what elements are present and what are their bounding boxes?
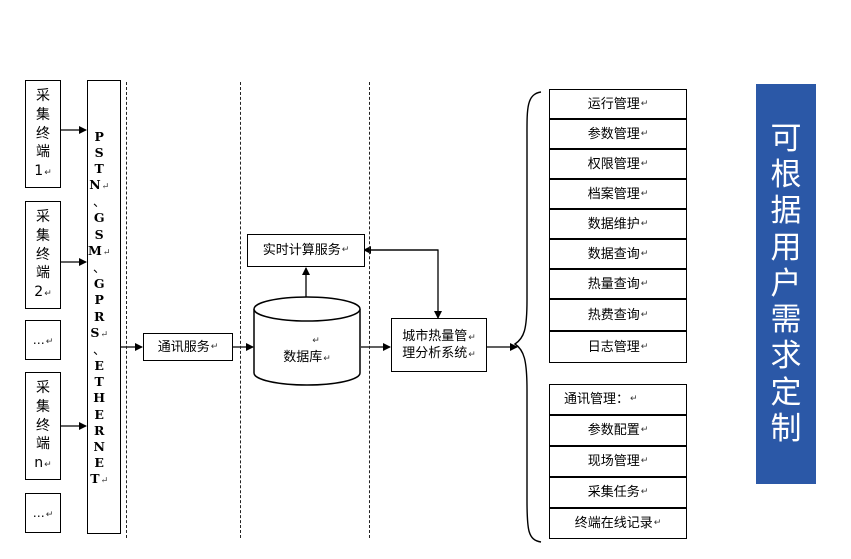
ellipsis-text: …↵ [32, 332, 54, 347]
protocol-char: R [94, 422, 105, 438]
analysis-line-1: 城市热量管↵ [402, 329, 476, 344]
protocol-char: S [94, 144, 104, 160]
banner-char: 需 [770, 302, 802, 339]
banner-char: 户 [770, 265, 802, 302]
protocol-char: E [94, 406, 104, 422]
collector-2-char: 终 [36, 246, 50, 263]
protocol-char: R [94, 308, 105, 324]
banner-char: 求 [770, 338, 802, 375]
protocol-char: 、 [92, 194, 106, 210]
protocol-char: E [94, 358, 104, 374]
module-item: 参数管理↵ [549, 119, 687, 149]
collector-2-char: 集 [36, 227, 50, 244]
protocol-column: P S T N↵ 、 G S M↵ 、 G P R S↵ 、 E T H E R… [87, 80, 121, 534]
ellipsis-text: …↵ [32, 505, 54, 520]
collector-1-char: 集 [36, 106, 50, 123]
collector-2-char: 2↵ [34, 284, 52, 301]
analysis-system-box: 城市热量管↵ 理分析系统↵ [391, 318, 487, 372]
protocol-char: T↵ [90, 471, 109, 487]
database-cylinder [253, 296, 361, 386]
module-item: 采集任务↵ [549, 477, 687, 508]
module-item: 现场管理↵ [549, 446, 687, 477]
banner-char: 定 [770, 374, 802, 411]
collector-terminal-2: 采 集 终 端 2↵ [25, 201, 61, 309]
protocol-char: T [94, 160, 104, 176]
collector-ellipsis-1: …↵ [25, 320, 61, 360]
module-item: 数据查询↵ [549, 239, 687, 269]
module-item: 日志管理↵ [549, 331, 687, 363]
collector-1-char: 终 [36, 125, 50, 142]
collector-n-char: n↵ [34, 455, 52, 472]
curly-brace [513, 91, 542, 543]
analysis-line-2: 理分析系统↵ [402, 346, 476, 361]
collector-1-char: 端 [36, 144, 50, 161]
module-item: 热费查询↵ [549, 299, 687, 331]
database-label-wrap: ↵ 数据库↵ [283, 335, 331, 365]
arrow-realtime-analysis [366, 249, 442, 319]
module-item: 运行管理↵ [549, 89, 687, 119]
custom-requirement-banner: 可 根 据 用 户 需 求 定 制 [756, 84, 816, 484]
dashed-separator-1 [126, 82, 127, 538]
module-item: 权限管理↵ [549, 149, 687, 179]
comm-service-label: 通讯服务 [157, 339, 210, 355]
protocol-char: H [93, 390, 106, 406]
collector-2-char: 端 [36, 265, 50, 282]
protocol-char: N↵ [89, 176, 110, 192]
collector-n-char: 采 [35, 380, 50, 397]
banner-char: 用 [770, 229, 802, 266]
banner-char: 据 [770, 193, 802, 230]
collector-terminal-1: 采 集 终 端 1↵ [25, 80, 61, 188]
protocol-char: S↵ [90, 324, 108, 340]
module-item: 终端在线记录↵ [549, 508, 687, 539]
banner-char: 可 [770, 120, 802, 157]
module-item: 热量查询↵ [549, 269, 687, 299]
protocol-char: 、 [92, 342, 106, 358]
protocol-char: M↵ [88, 242, 111, 258]
module-item: 档案管理↵ [549, 179, 687, 209]
module-item: 数据维护↵ [549, 209, 687, 239]
realtime-service-box: 实时计算服务↵ [247, 234, 365, 267]
protocol-char: G [93, 210, 105, 226]
protocol-char: G [93, 276, 105, 292]
collector-2-char: 采 [36, 209, 50, 226]
module-item: 通讯管理：↵ [549, 384, 687, 415]
collector-terminal-n: 采 集 终 端 n↵ [25, 372, 61, 480]
collector-n-char: 终 [35, 417, 50, 434]
protocol-char: S [94, 226, 104, 242]
protocol-char: N [93, 438, 105, 454]
collector-1-char: 采 [36, 88, 50, 105]
collector-1-char: 1↵ [34, 163, 52, 180]
protocol-char: P [94, 128, 104, 144]
protocol-char: 、 [92, 260, 106, 276]
collector-n-char: 集 [35, 398, 50, 415]
realtime-service-label: 实时计算服务 [262, 243, 341, 258]
protocol-char: P [94, 292, 104, 308]
protocol-char: E [94, 454, 104, 470]
collector-ellipsis-2: …↵ [25, 493, 61, 533]
protocol-char: T [94, 374, 104, 390]
database-label: 数据库↵ [283, 349, 331, 365]
banner-char: 根 [770, 157, 802, 194]
banner-char: 制 [770, 410, 802, 447]
dashed-separator-3 [369, 82, 370, 538]
collector-n-char: 端 [35, 436, 50, 453]
module-item: 参数配置↵ [549, 415, 687, 446]
comm-service-box: 通讯服务↵ [143, 333, 233, 361]
dashed-separator-2 [240, 82, 241, 538]
